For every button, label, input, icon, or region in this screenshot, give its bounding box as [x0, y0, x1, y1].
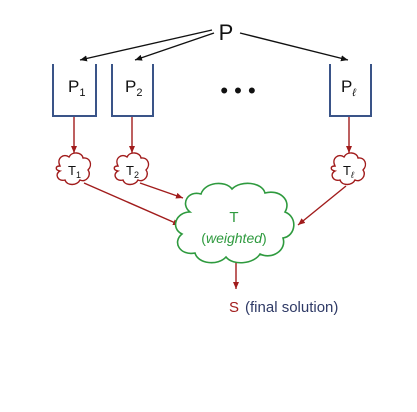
- merged-note-open: (: [201, 230, 206, 246]
- final-symbol: S: [229, 299, 239, 316]
- partial-subscript: 1: [76, 170, 81, 180]
- arrow-t1-to-t: [83, 182, 181, 226]
- svg-text:Pℓ: Pℓ: [341, 77, 356, 99]
- arrow-p-to-p1: [79, 29, 213, 62]
- partition-subscript: 2: [136, 87, 142, 99]
- partition-bucket-p2: P2: [111, 64, 154, 117]
- partial-cloud-tl: Tℓ: [330, 152, 367, 186]
- root-label: P: [219, 20, 234, 45]
- partition-label: P: [68, 77, 79, 96]
- partial-label: T: [126, 163, 134, 178]
- partition-bucket-p1: P1: [52, 64, 97, 117]
- partition-subscript: ℓ: [351, 87, 356, 99]
- partial-cloud-t1: T1: [55, 152, 92, 186]
- partial-subscript: 2: [134, 170, 139, 180]
- partial-subscript: ℓ: [350, 170, 354, 180]
- merged-note: weighted: [206, 230, 263, 246]
- svg-text:Tℓ: Tℓ: [343, 163, 354, 180]
- partial-label: T: [68, 163, 76, 178]
- svg-text:S(final solution): S (final solution): [229, 299, 338, 316]
- arrow-p-to-pl: [239, 32, 349, 62]
- ellipsis: • • •: [220, 78, 255, 103]
- partial-label: T: [343, 163, 351, 178]
- svg-text:P1: P1: [68, 77, 85, 99]
- arrow-p-to-p2: [134, 32, 215, 61]
- svg-text:P2: P2: [125, 77, 142, 99]
- arrow-tl-to-t: [297, 185, 347, 226]
- partition-subscript: 1: [79, 87, 85, 99]
- partition-bucket-pl: Pℓ: [329, 64, 372, 117]
- merged-note-close: ): [262, 230, 267, 246]
- final-text: (final solution): [245, 299, 338, 316]
- svg-text:T1: T1: [68, 163, 81, 180]
- merged-title: T: [229, 209, 238, 226]
- svg-text:T2: T2: [126, 163, 139, 180]
- partition-label: P: [125, 77, 136, 96]
- merged-cloud-t: T (weighted): [174, 182, 295, 264]
- svg-text:(weighted): (weighted): [201, 230, 266, 246]
- partial-cloud-t2: T2: [113, 152, 150, 186]
- arrow-t2-to-t: [139, 182, 184, 199]
- partition-label: P: [341, 77, 352, 96]
